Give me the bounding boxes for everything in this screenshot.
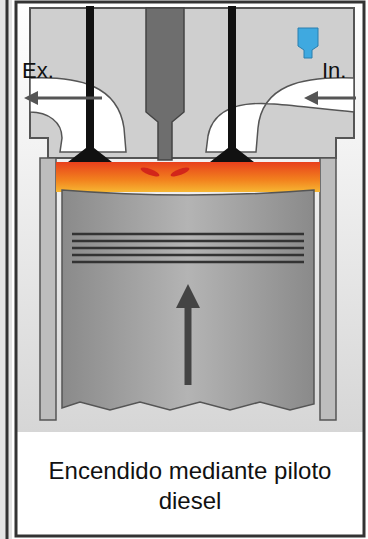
- port-label: Ex.: [22, 58, 54, 84]
- panel-ground: [16, 2, 364, 432]
- piston: [62, 190, 314, 410]
- intake-valve-head: [210, 148, 254, 162]
- caption-ground: [16, 432, 364, 536]
- exhaust-valve-head: [68, 148, 112, 162]
- neighbour-panel: [0, 0, 12, 539]
- exhaust-port: [30, 78, 126, 152]
- fuel-spray: [170, 166, 191, 178]
- cylinder-wall: [40, 158, 56, 420]
- port-label: In.: [322, 58, 346, 84]
- panel-border: [16, 2, 364, 536]
- intake-flow-arrowhead: [304, 91, 318, 105]
- cylinder-head: [30, 8, 354, 158]
- exhaust-flow-arrow: [36, 97, 102, 100]
- combustion-flame: [56, 162, 320, 192]
- intake-flow-arrow: [316, 97, 356, 100]
- diesel-injector: [146, 8, 184, 160]
- panel-border: [6, 0, 9, 539]
- caption: Encendido mediante piloto diesel: [40, 456, 340, 516]
- cylinder-wall: [320, 158, 336, 420]
- intake-valve-stem: [228, 6, 236, 152]
- piston-rings: [72, 234, 304, 262]
- fuel-spray: [140, 166, 161, 178]
- motion-arrow: [185, 305, 192, 385]
- exhaust-flow-arrowhead: [24, 91, 38, 105]
- gas-injector: [298, 28, 318, 58]
- motion-arrowhead: [176, 284, 200, 308]
- exhaust-valve-stem: [86, 6, 94, 152]
